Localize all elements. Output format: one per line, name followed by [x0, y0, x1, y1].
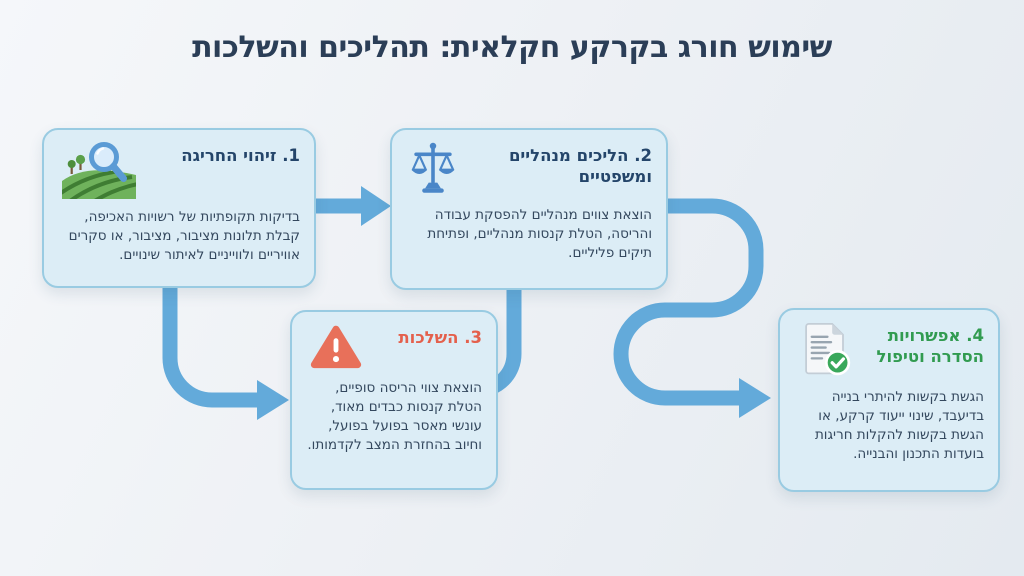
warning-triangle-icon [310, 323, 362, 374]
arrow-box1-to-box2 [316, 186, 391, 226]
process-box-proceedings: 2. הליכים מנהליים ומשפטיים הוצאת צווים מ… [390, 128, 668, 290]
process-box-regularization: 4. אפשרויות הסדרה וטיפול הגש [778, 308, 1000, 492]
justice-scales-icon [410, 141, 456, 201]
page-title: שימוש חורג בקרקע חקלאית: תהליכים והשלכות [192, 30, 832, 65]
box-body: בדיקות תקופתיות של רשויות האכיפה, קבלת ת… [68, 209, 300, 263]
box-body: הגשת בקשות להיתרי בנייה בדיעבד, שינוי יי… [814, 389, 984, 462]
field-magnifier-icon [62, 141, 136, 203]
arrow-box2-to-box4 [613, 198, 771, 418]
box-body: הוצאת צווים מנהליים להפסקת עבודה והריסה,… [427, 207, 652, 261]
process-box-identify: 1. זיהוי החריגה [42, 128, 316, 288]
box-title: 1. זיהוי החריגה [181, 146, 300, 165]
document-check-icon [798, 321, 852, 383]
box-title: 2. הליכים מנהליים ומשפטיים [508, 146, 652, 187]
box-title: 3. השלכות [398, 328, 482, 347]
arrow-box1-to-box3 [162, 286, 289, 420]
box-title: 4. אפשרויות הסדרה וטיפול [876, 326, 985, 367]
box-body: הוצאת צווי הריסה סופיים, הטלת קנסות כבדי… [307, 380, 482, 453]
process-box-consequences: 3. השלכות הוצאת צווי הריסה סופיים, הטלת … [290, 310, 498, 490]
